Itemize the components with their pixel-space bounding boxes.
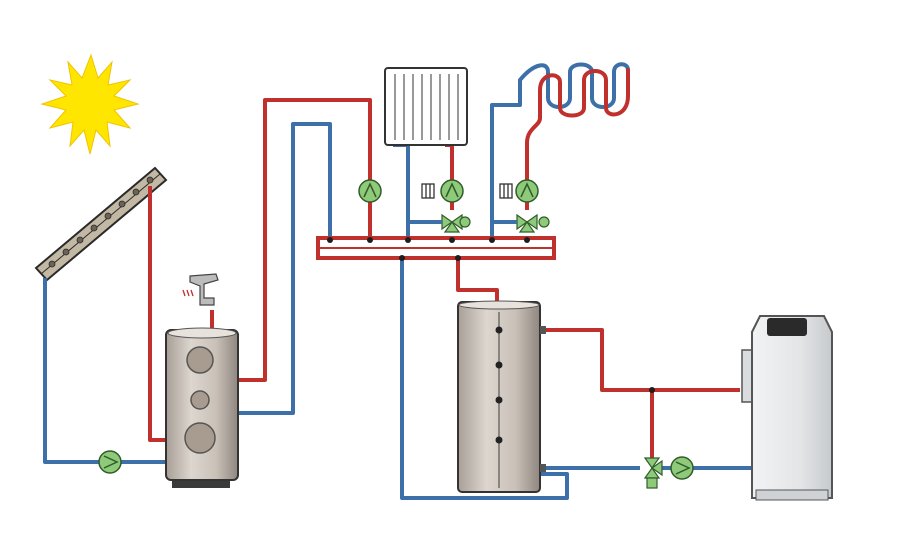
thermostat-icon: [421, 183, 435, 199]
pump-icon: [515, 179, 539, 203]
pump-icon: [358, 179, 382, 203]
underfloor-coil-icon: [518, 62, 630, 145]
pump-icon: [98, 450, 122, 474]
distribution-manifold: [316, 236, 556, 261]
three-way-valve-icon: [644, 457, 663, 489]
hot-pipes: [148, 98, 740, 462]
cold-pipes: [43, 80, 752, 500]
pump-icon: [670, 456, 694, 480]
three-way-valve-icon: [408, 214, 471, 233]
sun-icon: [40, 53, 140, 155]
three-way-valve-icon: [492, 214, 550, 233]
radiator-icon: [384, 67, 468, 146]
thermostat-icon: [499, 183, 513, 199]
solar-panel-icon: [34, 166, 168, 282]
pump-icon: [440, 179, 464, 203]
dhw-tank-icon: [165, 327, 239, 488]
buffer-tank-icon: [457, 300, 546, 493]
pipe-junctions: [649, 387, 655, 393]
faucet-icon: [182, 273, 219, 306]
boiler-icon: [741, 315, 833, 501]
